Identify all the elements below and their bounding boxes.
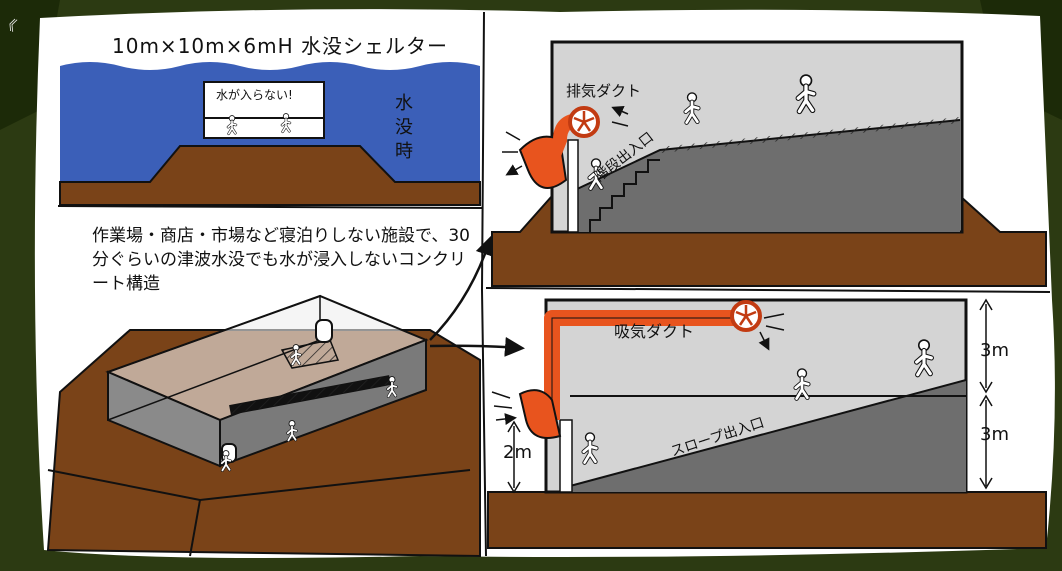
sign-text: 水が入らない! <box>216 88 293 102</box>
flooded-panel <box>59 62 481 206</box>
dimension-arrows <box>979 298 993 490</box>
entrance-door <box>567 139 579 233</box>
arrow-icon <box>429 235 495 341</box>
panel-divider <box>480 11 487 557</box>
diagram-title: 10m×10m×6mH 水没シェルター <box>112 34 448 58</box>
intake-duct-outline <box>551 317 740 420</box>
dimension-upper: 3m <box>980 340 1009 361</box>
shelter-door <box>315 319 333 343</box>
dimension-lower: 3m <box>980 424 1009 445</box>
intake-duct-inlet <box>518 389 562 439</box>
arrow-icon <box>612 108 629 127</box>
ground <box>487 491 1047 549</box>
dark-floor <box>570 380 966 492</box>
flooded-label: 水没時 <box>395 93 413 162</box>
dark-floor <box>575 120 960 232</box>
staircase <box>589 159 660 232</box>
arrow-icon <box>491 391 514 420</box>
exhaust-duct-label: 排気ダクト <box>566 82 642 100</box>
arrow-icon <box>429 336 525 357</box>
fan-icon <box>730 300 762 332</box>
ground-edge <box>189 499 201 557</box>
shelter-description: 作業場・商店・市場など寝泊りしない施設で、30分ぐらいの津波水没でも水が浸入しな… <box>92 226 470 294</box>
entrance-door <box>559 419 573 493</box>
isometric-panel <box>46 235 525 558</box>
shelter-front-wall <box>219 338 427 468</box>
dimension-ground: 2m <box>503 442 532 463</box>
hatched-slab <box>659 117 961 153</box>
slope <box>569 379 967 487</box>
slope-section-panel <box>487 298 1047 549</box>
sign-box <box>203 81 325 119</box>
arrow-icon <box>760 313 785 348</box>
fan-icon <box>568 106 600 138</box>
mound <box>59 145 481 206</box>
shelter-cross-section <box>203 117 325 139</box>
dimension-arrows <box>507 420 521 494</box>
stair-section-panel <box>491 40 1047 287</box>
slope-ramp-hatch <box>229 376 391 414</box>
intake-duct-label: 吸気ダクト <box>614 322 695 341</box>
panel-divider <box>485 287 1051 293</box>
arrow-icon <box>502 131 523 174</box>
panel-divider <box>57 205 483 209</box>
